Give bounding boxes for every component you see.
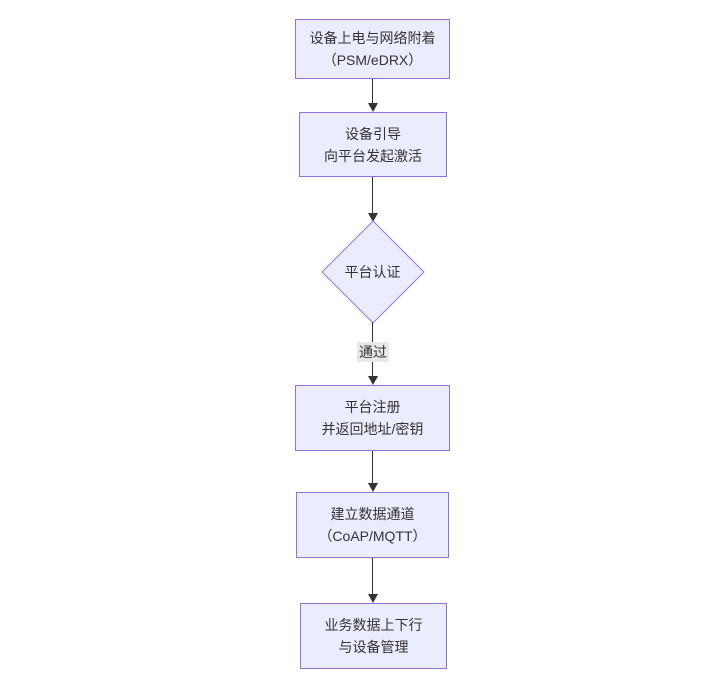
node-label-line: 向平台发起激活 — [324, 147, 422, 164]
edge-line — [372, 79, 373, 103]
arrowhead — [368, 376, 378, 385]
arrowhead — [368, 213, 378, 222]
arrowhead — [368, 103, 378, 112]
node-label-line: 设备上电与网络附着 — [309, 30, 436, 46]
node-label-line: （CoAP/MQTT） — [318, 528, 427, 544]
node-label-line: （PSM/eDRX） — [322, 52, 423, 68]
node-platform-auth-decision: 平台认证 — [320, 219, 425, 324]
node-label-line: 设备引导 — [345, 125, 401, 142]
edge-line — [372, 177, 373, 213]
node-data-channel: 建立数据通道 （CoAP/MQTT） — [296, 492, 449, 558]
node-business-data-mgmt: 业务数据上下行 与设备管理 — [300, 603, 447, 669]
node-device-bootstrap: 设备引导 向平台发起激活 — [299, 112, 447, 177]
node-device-power-attach: 设备上电与网络附着 （PSM/eDRX） — [295, 19, 450, 79]
edge-label-pass: 通过 — [357, 342, 389, 362]
node-label-line: 平台认证 — [344, 263, 401, 280]
edge-line — [372, 558, 373, 594]
node-label-line: 与设备管理 — [338, 639, 409, 655]
node-label-line: 建立数据通道 — [330, 506, 415, 522]
arrowhead — [368, 483, 378, 492]
node-label-line: 业务数据上下行 — [324, 617, 423, 633]
edge-line — [372, 451, 373, 483]
node-label-line: 平台注册 — [344, 399, 401, 415]
arrowhead — [368, 594, 378, 603]
node-label-line: 并返回地址/密钥 — [321, 421, 424, 437]
node-platform-register: 平台注册 并返回地址/密钥 — [295, 385, 450, 451]
